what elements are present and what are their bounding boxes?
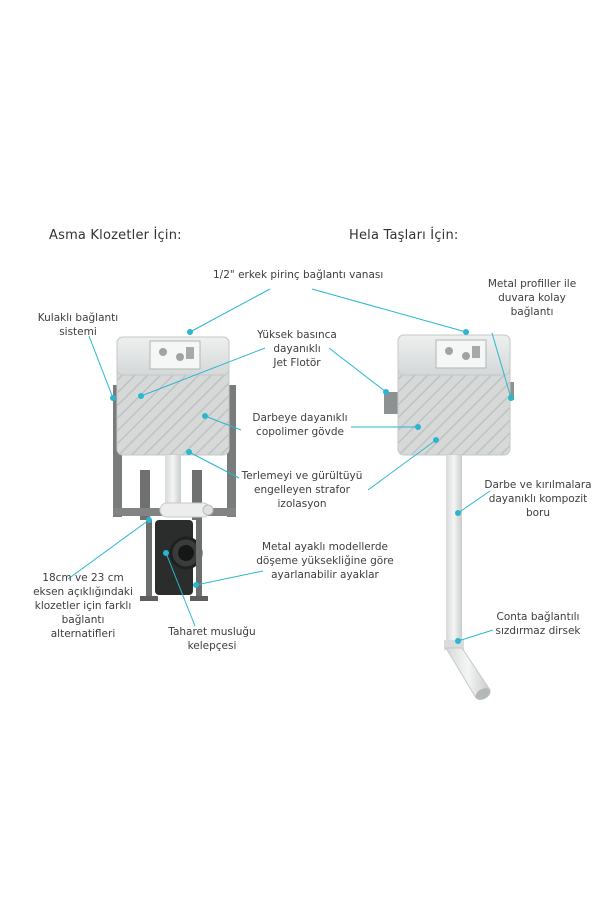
frame-post-right — [227, 385, 236, 517]
adjustable-foot-left — [146, 520, 152, 600]
elbow-pipe — [445, 647, 491, 699]
label-vana: 1/2" erkek pirinç bağlantı vanası — [213, 269, 384, 281]
adjustable-foot-right — [196, 520, 202, 600]
composite-pipe — [446, 455, 462, 645]
callout-lines — [67, 288, 512, 642]
right-heading: Hela Taşları İçin: — [349, 228, 459, 243]
bracket-left — [384, 392, 398, 414]
flush-pipe — [165, 455, 181, 505]
callout-dots — [110, 329, 514, 644]
frame-cistern — [113, 336, 236, 601]
pipe-seal — [444, 640, 464, 650]
plastic-cistern — [384, 334, 514, 700]
frame-leg-left — [140, 470, 150, 520]
left-heading: Asma Klozetler İçin: — [49, 228, 182, 243]
frame-leg-right — [192, 470, 202, 520]
